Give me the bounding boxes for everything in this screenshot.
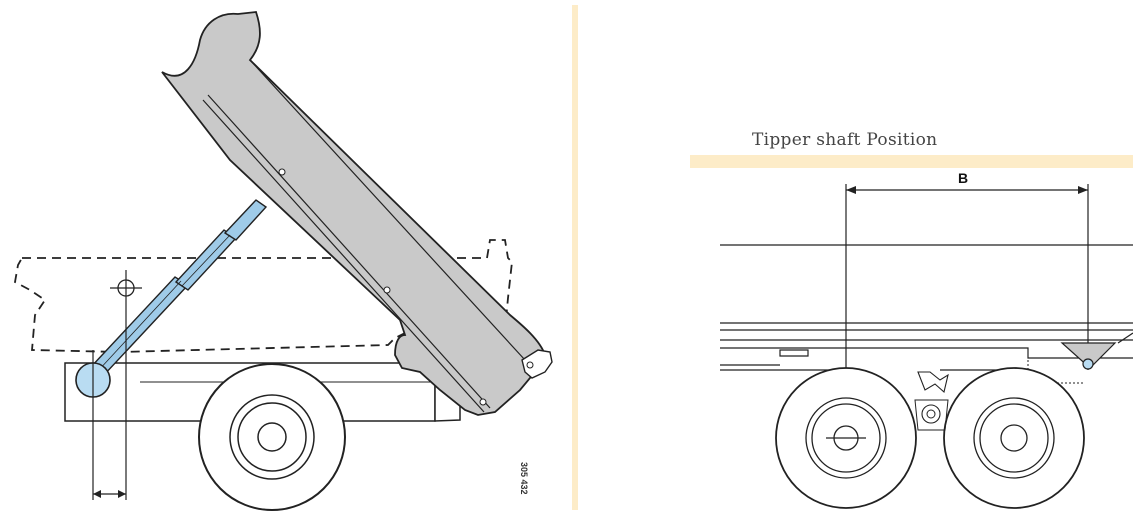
body-rivet-3 [479, 398, 487, 406]
tipper-shaft-mount [1060, 342, 1117, 369]
dimension-b-label: B [958, 170, 969, 186]
mount-edge [1117, 332, 1133, 344]
tipper-shaft-point [1082, 358, 1094, 370]
right-chassis [720, 339, 1133, 371]
tipper-shaft-title: Tipper shaft Position [752, 130, 938, 150]
tailgate-latch [521, 349, 553, 379]
latch-pin [526, 361, 534, 369]
body-rail-3 [249, 59, 526, 361]
raised-tipper-body [161, 11, 546, 416]
dim-b-arrow-left [846, 186, 856, 194]
right-tipper-shaft-diagram [690, 155, 1133, 509]
chassis-dotted-box [1027, 360, 1085, 384]
body-rivet-1 [278, 168, 286, 176]
reference-crosshair [110, 270, 142, 500]
pivot-offset-dimension [93, 490, 126, 498]
divider-band [572, 5, 578, 510]
front-axle-wheel [775, 367, 917, 509]
bogie-suspension [914, 371, 949, 431]
drawing-number: 305 432 [519, 462, 529, 495]
body-rivet-2 [383, 286, 391, 294]
rear-axle-wheel [943, 367, 1085, 509]
body-rail-1 [207, 94, 491, 409]
title-band [690, 155, 1133, 168]
left-tipper-diagram [14, 5, 578, 511]
dim-b-arrow-right [1078, 186, 1088, 194]
rear-wheel [198, 363, 346, 511]
body-rail-2 [202, 99, 485, 413]
lowered-body-outline [14, 239, 513, 353]
